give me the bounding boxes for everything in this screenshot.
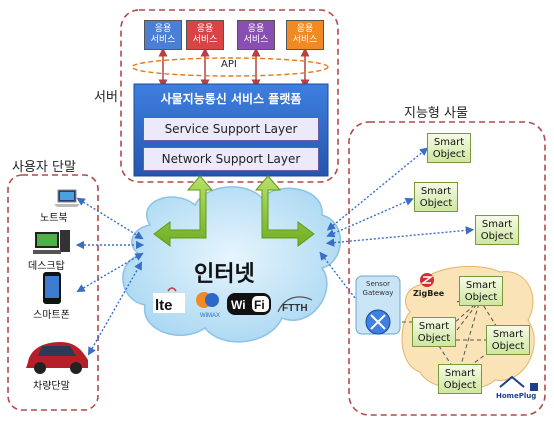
terminal-label-vehicle: 차량단말 xyxy=(33,381,70,392)
wifi-logo: Wi Fi xyxy=(227,293,271,315)
car-icon xyxy=(26,342,88,374)
api-arrows xyxy=(158,47,310,89)
homeplug-label: HomePlug xyxy=(496,392,537,400)
svg-text:WiMAX: WiMAX xyxy=(200,313,220,319)
ftth-logo: FTTH xyxy=(277,296,313,314)
sensor-gateway-label: Sensor Gateway xyxy=(362,280,394,297)
service-support-layer: Service Support Layer xyxy=(143,117,319,141)
terminal-links xyxy=(75,197,145,356)
homeplug-logo xyxy=(499,375,538,391)
wimax-logo: WiMAX xyxy=(196,292,220,319)
lte-logo: lte xyxy=(153,287,185,314)
user-terminals-title: 사용자 단말 xyxy=(12,160,76,175)
internet-label: 인터넷 xyxy=(194,262,255,287)
notebook-icon xyxy=(54,189,80,207)
terminal-label-smartphone: 스마트폰 xyxy=(33,310,70,321)
green-arrows xyxy=(153,175,315,247)
api-ellipse xyxy=(131,57,329,77)
zigbee-logo xyxy=(420,273,434,287)
svg-text:Wi: Wi xyxy=(231,298,246,312)
smart-things-title: 지능형 사물 xyxy=(404,106,468,121)
server-frame xyxy=(120,9,339,183)
network-support-layer: Network Support Layer xyxy=(143,147,319,171)
svg-text:Fi: Fi xyxy=(254,298,265,312)
smartphone-icon xyxy=(43,272,61,304)
terminal-label-notebook: 노트북 xyxy=(40,213,68,224)
object-links xyxy=(319,147,475,319)
api-label: API xyxy=(219,59,239,70)
zigbee-label: ZigBee xyxy=(413,289,445,298)
server-label: 서버 xyxy=(94,90,118,105)
svg-text:FTTH: FTTH xyxy=(282,303,308,314)
desktop-icon xyxy=(33,230,70,254)
platform-title: 사물지능통신 서비스 플랫폼 xyxy=(160,92,302,106)
user-terminal-frame xyxy=(7,174,99,411)
terminal-label-desktop: 데스크탑 xyxy=(28,261,65,272)
svg-text:lte: lte xyxy=(155,297,173,314)
